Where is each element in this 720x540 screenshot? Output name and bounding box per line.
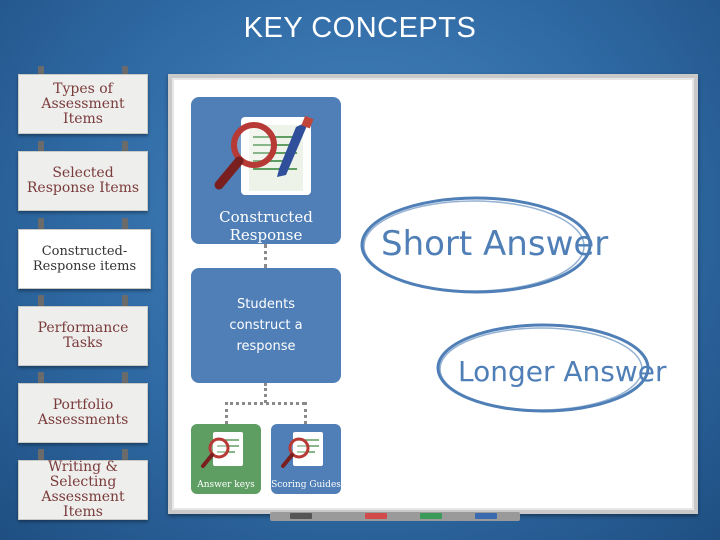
sidebar-item-writing[interactable]: Writing & Selecting Assessment Items xyxy=(18,460,148,520)
description-box: Students construct a response xyxy=(191,268,341,383)
sidebar-item-label: Constructed-Response items xyxy=(32,244,137,274)
pin-icon xyxy=(38,141,44,153)
marker-icon xyxy=(475,513,497,519)
connector xyxy=(225,402,228,424)
scoring-guides-card[interactable] xyxy=(271,424,341,494)
marker-icon xyxy=(290,513,312,519)
connector xyxy=(225,402,305,405)
pin-icon xyxy=(122,295,128,307)
sidebar-item-label: Portfolio Assessments xyxy=(37,397,129,428)
answer-keys-caption: Answer keys xyxy=(197,480,255,490)
longer-answer-oval xyxy=(436,323,650,413)
marker-icon xyxy=(365,513,387,519)
description-text: Students construct a response xyxy=(229,297,303,354)
constructed-response-card[interactable] xyxy=(191,97,341,244)
sidebar-item-label: Performance Tasks xyxy=(37,320,129,351)
pin-icon xyxy=(122,141,128,153)
main-card-caption: Constructed Response xyxy=(219,208,313,244)
sidebar-item-label: Selected Response Items xyxy=(26,165,140,196)
pin-icon xyxy=(38,295,44,307)
sidebar-item-types[interactable]: Types of Assessment Items xyxy=(18,74,148,134)
pin-icon xyxy=(38,66,44,78)
connector xyxy=(304,402,307,424)
pin-icon xyxy=(122,66,128,78)
pin-icon xyxy=(38,218,44,230)
sidebar-item-label: Writing & Selecting Assessment Items xyxy=(41,459,125,520)
marker-icon xyxy=(420,513,442,519)
short-answer-label: Short Answer xyxy=(381,224,609,264)
sidebar-item-performance[interactable]: Performance Tasks xyxy=(18,306,148,366)
pin-icon xyxy=(122,372,128,384)
sidebar-item-constructed-response[interactable]: Constructed-Response items xyxy=(18,229,151,289)
sidebar-item-label: Types of Assessment Items xyxy=(41,80,125,127)
scoring-guides-caption: Scoring Guides xyxy=(271,480,341,490)
answer-keys-card[interactable] xyxy=(191,424,261,494)
page-title: KEY CONCEPTS xyxy=(243,12,477,44)
sidebar-item-portfolio[interactable]: Portfolio Assessments xyxy=(18,383,148,443)
short-answer-oval xyxy=(360,196,592,294)
pin-icon xyxy=(122,449,128,461)
marker-tray xyxy=(270,512,520,521)
magnifier-document-icon xyxy=(201,432,243,468)
longer-answer-label: Longer Answer xyxy=(458,355,667,388)
pin-icon xyxy=(38,449,44,461)
pin-icon xyxy=(122,218,128,230)
sidebar-item-selected-response[interactable]: Selected Response Items xyxy=(18,151,148,211)
pin-icon xyxy=(38,372,44,384)
connector xyxy=(264,244,267,268)
connector xyxy=(264,383,267,403)
magnifier-document-icon xyxy=(281,432,323,468)
magnifier-document-icon xyxy=(214,115,314,195)
